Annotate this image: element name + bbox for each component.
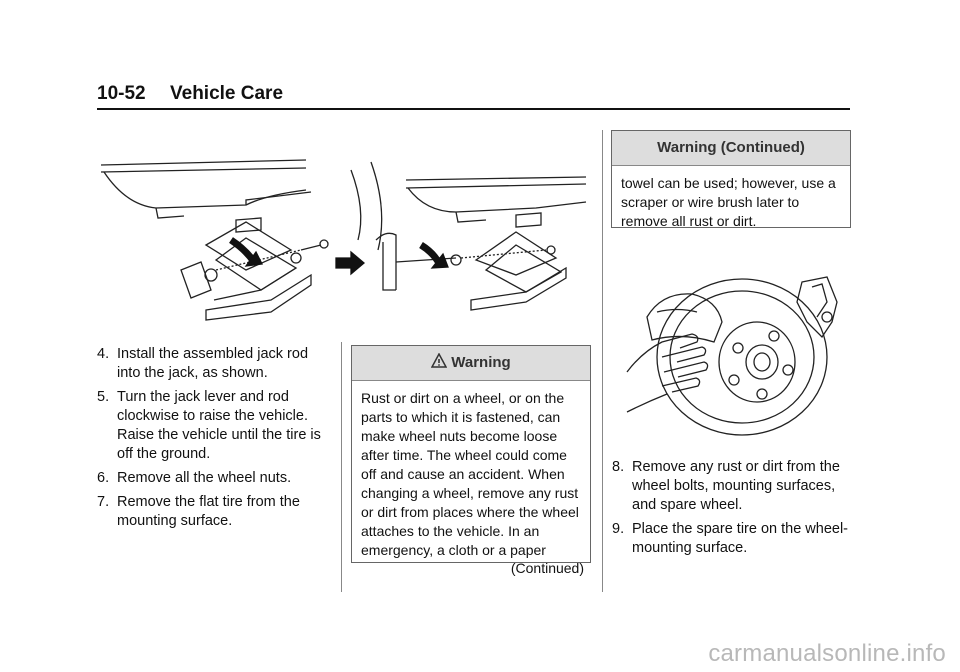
brake-rotor-illustration: [622, 262, 852, 442]
warning-box: Warning Rust or dirt on a wheel, or on t…: [351, 345, 591, 576]
watermark: carmanualsonline.info: [708, 640, 946, 667]
page-header: 10-52 Vehicle Care: [97, 80, 850, 110]
list-item: 6.Remove all the wheel nuts.: [97, 470, 292, 486]
warning-continued-text: towel can be used; however, use a scrape…: [621, 175, 836, 229]
column-divider-left: [341, 342, 342, 592]
list-item: 4.Install the assembled jack rod into th…: [97, 346, 309, 381]
page-number: 10-52: [97, 83, 146, 104]
warning-title: Warning: [451, 354, 511, 371]
warning-continued-box: Warning (Continued) towel can be used; h…: [611, 130, 851, 229]
list-item: 8.Remove any rust or dirt from the wheel…: [612, 459, 840, 513]
warning-continued-label: (Continued): [510, 560, 584, 576]
warning-icon: [431, 348, 448, 382]
list-item: 5.Turn the jack lever and rod clockwise …: [97, 389, 321, 462]
list-item: 7.Remove the flat tire from the mounting…: [97, 494, 300, 529]
section-title: Vehicle Care: [170, 83, 284, 104]
warning-text: Rust or dirt on a wheel, or on the parts…: [361, 390, 579, 558]
warning-continued-header: Warning (Continued): [612, 131, 850, 166]
column-divider-right: [602, 130, 603, 592]
jack-illustration: [96, 150, 596, 330]
steps-list-left: 4.Install the assembled jack rod into th…: [97, 345, 329, 536]
list-item: 9.Place the spare tire on the wheel-moun…: [612, 521, 849, 556]
steps-list-right: 8.Remove any rust or dirt from the wheel…: [612, 458, 852, 563]
warning-header: Warning: [352, 346, 590, 381]
